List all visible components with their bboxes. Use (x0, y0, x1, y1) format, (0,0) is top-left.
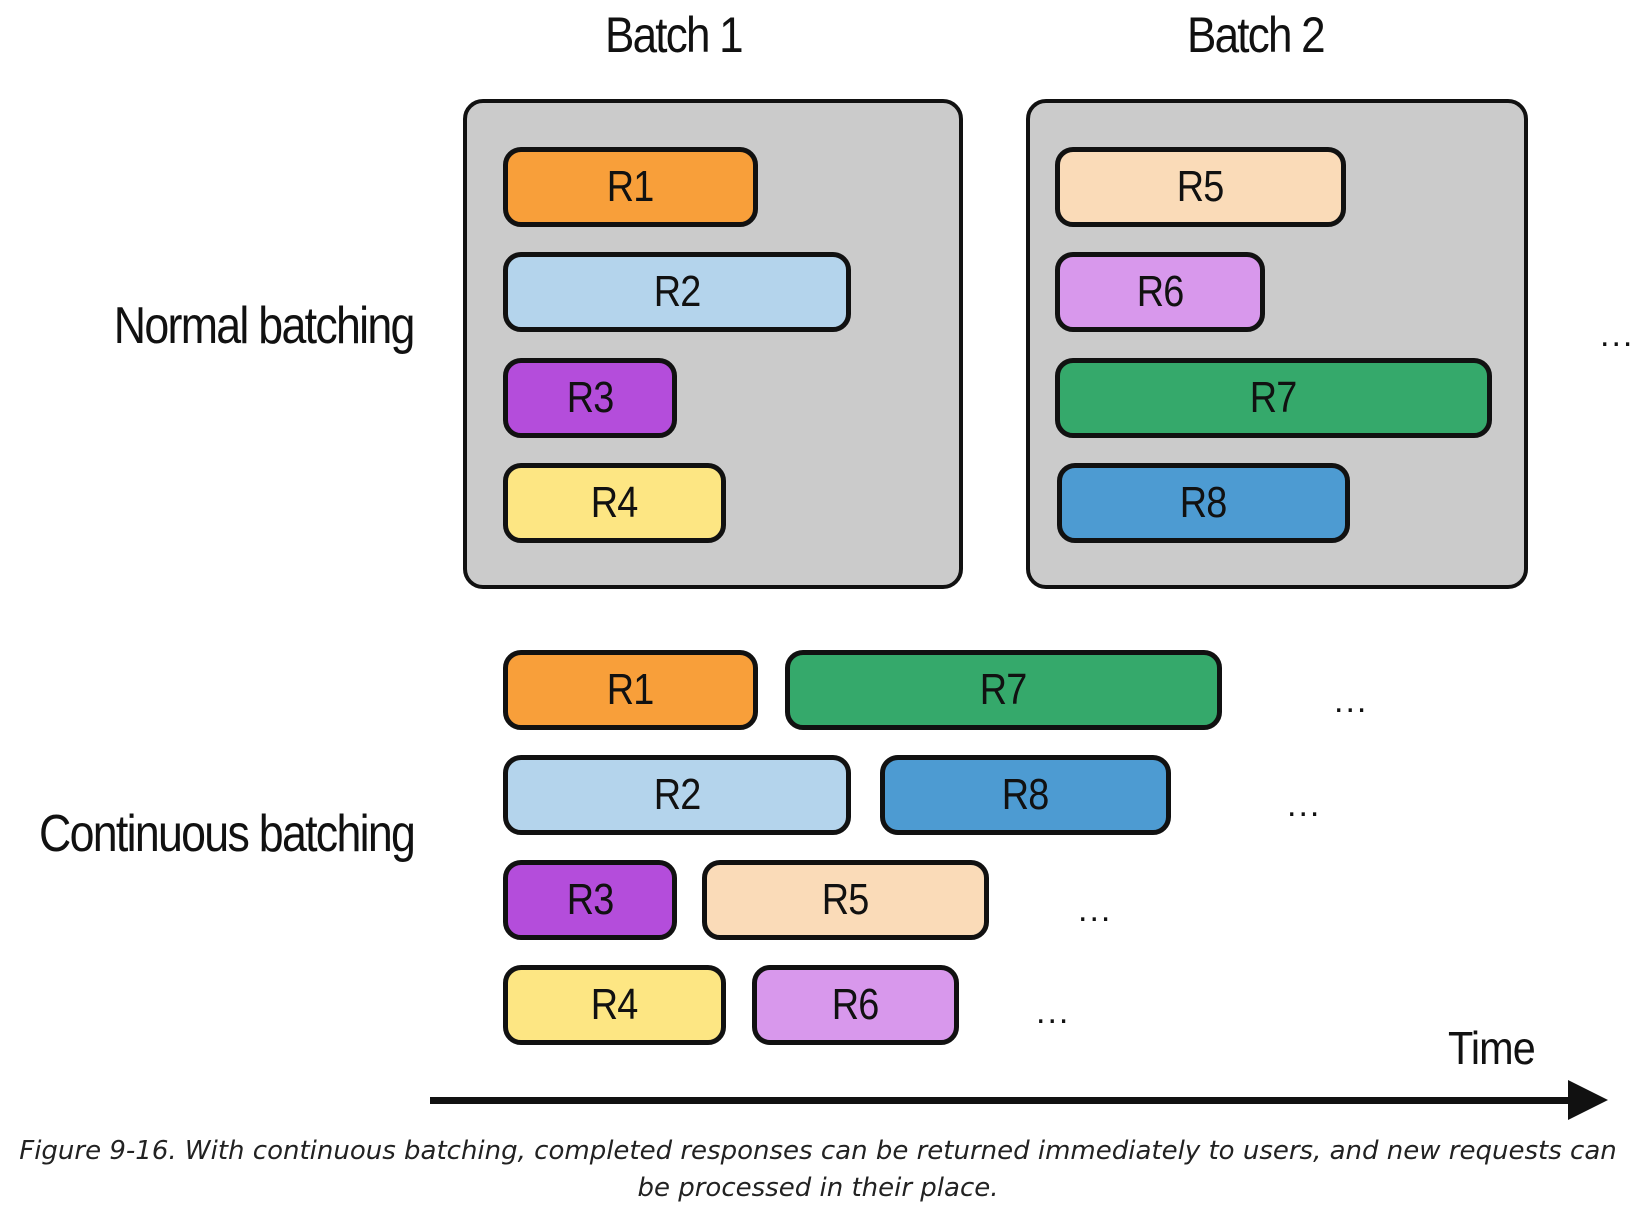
request-r4: R4 (503, 463, 726, 543)
batch-2-header: Batch 2 (1187, 7, 1326, 63)
request-label: R4 (591, 478, 639, 527)
lane-2-ellipsis: ... (1287, 786, 1322, 824)
lane-4-ellipsis: ... (1036, 993, 1071, 1031)
request-r7: R7 (785, 650, 1222, 730)
request-label: R6 (1136, 267, 1185, 316)
request-label: R7 (1250, 373, 1298, 422)
request-label: R8 (1180, 478, 1228, 527)
request-label: R3 (566, 373, 615, 422)
time-axis-line (430, 1097, 1582, 1104)
request-label: R2 (653, 267, 702, 316)
request-label: R7 (980, 665, 1028, 714)
request-r2: R2 (503, 252, 851, 332)
lane-1-ellipsis: ... (1334, 682, 1369, 720)
figure-caption: Figure 9-16. With continuous batching, c… (19, 1136, 1617, 1203)
request-label: R5 (822, 875, 870, 924)
normal-batching-ellipsis: ... (1600, 316, 1635, 354)
request-label: R2 (653, 770, 702, 819)
request-label: R1 (607, 162, 655, 211)
lane-3-ellipsis: ... (1078, 891, 1113, 929)
request-r2: R2 (503, 755, 851, 835)
time-axis-label: Time (1448, 1022, 1536, 1074)
request-r5: R5 (702, 860, 989, 940)
request-r1: R1 (503, 650, 758, 730)
request-r6: R6 (1055, 252, 1265, 332)
request-label: R8 (1002, 770, 1050, 819)
request-r1: R1 (503, 147, 758, 227)
request-r3: R3 (503, 860, 677, 940)
request-label: R3 (566, 875, 615, 924)
request-label: R1 (607, 665, 655, 714)
request-label: R4 (591, 980, 639, 1029)
request-r8: R8 (880, 755, 1171, 835)
continuous-batching-label: Continuous batching (38, 805, 416, 863)
request-r4: R4 (503, 965, 726, 1045)
request-r6: R6 (752, 965, 959, 1045)
request-r8: R8 (1057, 463, 1350, 543)
request-r3: R3 (503, 358, 677, 438)
request-label: R5 (1177, 162, 1225, 211)
batch-1-header: Batch 1 (605, 7, 744, 63)
time-axis-arrowhead (1568, 1080, 1608, 1120)
request-r7: R7 (1055, 358, 1492, 438)
normal-batching-label: Normal batching (114, 297, 416, 355)
request-label: R6 (832, 980, 880, 1029)
request-r5: R5 (1055, 147, 1346, 227)
